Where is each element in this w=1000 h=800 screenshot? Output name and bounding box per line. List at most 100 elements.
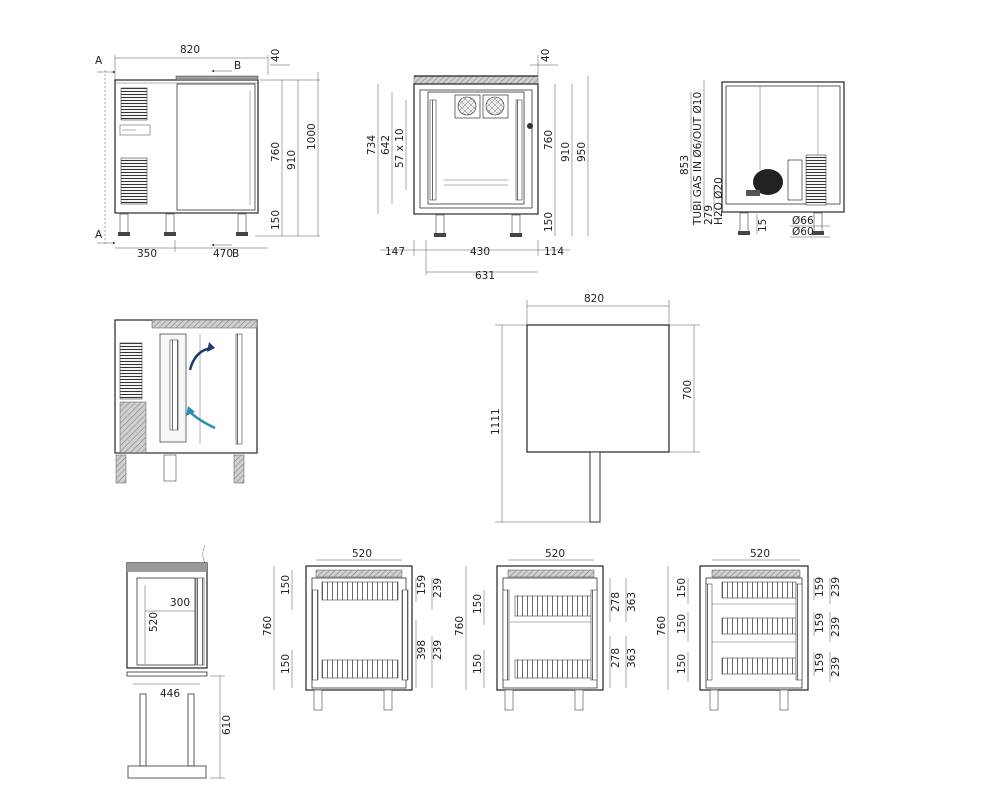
front-height-910: 910 xyxy=(286,150,298,170)
side-top-plate xyxy=(413,75,539,85)
config3-lower-150: 150 xyxy=(676,654,688,674)
config3-top-plate xyxy=(711,569,801,578)
front-leg-height-150: 150 xyxy=(270,210,282,230)
front-leg-2 xyxy=(165,213,175,235)
front-door xyxy=(176,83,256,211)
side-height-734: 734 xyxy=(366,135,378,155)
config3-height-159-upper: 159 xyxy=(814,577,826,597)
config1-cabinet xyxy=(305,565,413,691)
config3-leg-1 xyxy=(709,689,719,711)
config3-leg-2 xyxy=(779,689,789,711)
config-view-3: 520 760 150 150 150 159 239 159 239 159 … xyxy=(656,548,842,711)
section-a-top: A xyxy=(95,55,103,67)
side-leg-front xyxy=(435,214,445,236)
back-diameter-66: Ø66 xyxy=(792,215,814,227)
config2-lower-150: 150 xyxy=(472,654,484,674)
side-shelf-rail-right xyxy=(515,99,523,201)
config2-lower-rack xyxy=(514,659,594,679)
stand-column-left xyxy=(139,693,147,767)
section-b-bottom: B xyxy=(232,248,239,260)
back-leg-height-15: 15 xyxy=(757,219,769,232)
section-a-bottom: A xyxy=(95,229,103,241)
config3-height-760: 760 xyxy=(656,616,668,636)
config3-upper-rack xyxy=(721,581,797,599)
side-shelf-rail-left xyxy=(429,99,437,201)
airflow-arrow-out xyxy=(188,346,213,371)
config2-width-520: 520 xyxy=(545,548,565,560)
front-height-1000: 1000 xyxy=(306,123,318,150)
front-right-470: 470 xyxy=(213,248,233,260)
side-depth-631: 631 xyxy=(475,270,495,282)
config3-height-239-upper: 239 xyxy=(830,577,842,597)
pan-height-520: 520 xyxy=(148,612,160,632)
airflow-leg-3 xyxy=(233,454,245,484)
config1-lower-shelf xyxy=(321,659,399,679)
front-lower-vent-grille xyxy=(120,157,148,205)
pan-stand-top xyxy=(126,671,208,677)
stand-column-right xyxy=(187,693,195,767)
config2-height-363-lower: 363 xyxy=(626,648,638,668)
config3-height-159-middle: 159 xyxy=(814,613,826,633)
config2-height-363-upper: 363 xyxy=(626,592,638,612)
config1-height-398: 398 xyxy=(416,640,428,660)
config3-height-159-lower: 159 xyxy=(814,653,826,673)
airflow-leg-1 xyxy=(115,454,127,484)
stand-height-610: 610 xyxy=(221,715,233,735)
side-depth-114: 114 xyxy=(544,246,564,258)
back-height-853: 853 xyxy=(679,155,691,175)
airflow-compressor-block xyxy=(119,401,147,454)
config1-upper-150: 150 xyxy=(280,575,292,595)
side-leg-height-150: 150 xyxy=(543,212,555,232)
pan-stand-view: 520 300 446 610 xyxy=(126,544,233,779)
side-top-gap-40: 40 xyxy=(540,49,552,62)
config2-leg-2 xyxy=(574,689,584,711)
airflow-vent-grille xyxy=(119,342,143,400)
config2-height-278-upper: 278 xyxy=(610,592,622,612)
front-view: 820 40 A A B 350 470 B 760 xyxy=(95,44,320,260)
plan-depth-700: 700 xyxy=(682,380,694,400)
plan-open-door xyxy=(589,451,601,523)
airflow-arrow-in xyxy=(189,411,216,430)
config1-leg-1 xyxy=(313,689,323,711)
side-view: 40 734 642 57 x 10 760 910 950 150 147 4… xyxy=(366,49,589,282)
config2-upper-150: 150 xyxy=(472,594,484,614)
config1-upper-shelf xyxy=(321,581,399,601)
config2-leg-1 xyxy=(504,689,514,711)
plan-cabinet-outline xyxy=(526,324,670,453)
back-leg-1 xyxy=(739,212,749,234)
back-height-279: 279 xyxy=(703,205,715,225)
config2-top-plate xyxy=(507,569,595,578)
config1-lower-150: 150 xyxy=(280,654,292,674)
config3-middle-rack xyxy=(721,617,797,635)
back-leg-2 xyxy=(813,212,823,234)
config1-height-239: 239 xyxy=(432,578,444,598)
side-depth-147: 147 xyxy=(385,246,405,258)
config2-height-278-lower: 278 xyxy=(610,648,622,668)
side-height-760: 760 xyxy=(543,130,555,150)
back-water-label: H2O Ø20 xyxy=(713,177,725,225)
side-height-910: 910 xyxy=(560,142,572,162)
config2-cabinet xyxy=(496,565,604,691)
plan-view: 820 700 1111 xyxy=(490,293,700,523)
config1-leg-2 xyxy=(383,689,393,711)
airflow-shelf-rail xyxy=(235,333,243,445)
back-view: 853 TUBI GAS IN Ø6/OUT Ø10 279 H2O Ø20 1… xyxy=(679,80,845,238)
config3-upper-150: 150 xyxy=(676,578,688,598)
config3-width-520: 520 xyxy=(750,548,770,560)
back-diameter-60: Ø60 xyxy=(792,226,814,238)
side-leg-back xyxy=(511,214,521,236)
config1-top-plate xyxy=(315,569,403,578)
config1-height-760: 760 xyxy=(262,616,274,636)
config3-middle-150: 150 xyxy=(676,614,688,634)
config1-width-520: 520 xyxy=(352,548,372,560)
airflow-top-plate xyxy=(151,319,258,329)
front-top-plate xyxy=(175,75,259,81)
front-top-gap-40: 40 xyxy=(270,49,282,62)
config2-upper-rack xyxy=(514,595,594,617)
stand-base xyxy=(127,765,207,779)
front-leg-3 xyxy=(237,213,247,235)
side-shelf-spacing-57x10: 57 x 10 xyxy=(394,128,406,168)
airflow-section-view xyxy=(114,319,258,484)
plan-width-820: 820 xyxy=(584,293,604,305)
config3-lower-rack xyxy=(721,657,797,675)
